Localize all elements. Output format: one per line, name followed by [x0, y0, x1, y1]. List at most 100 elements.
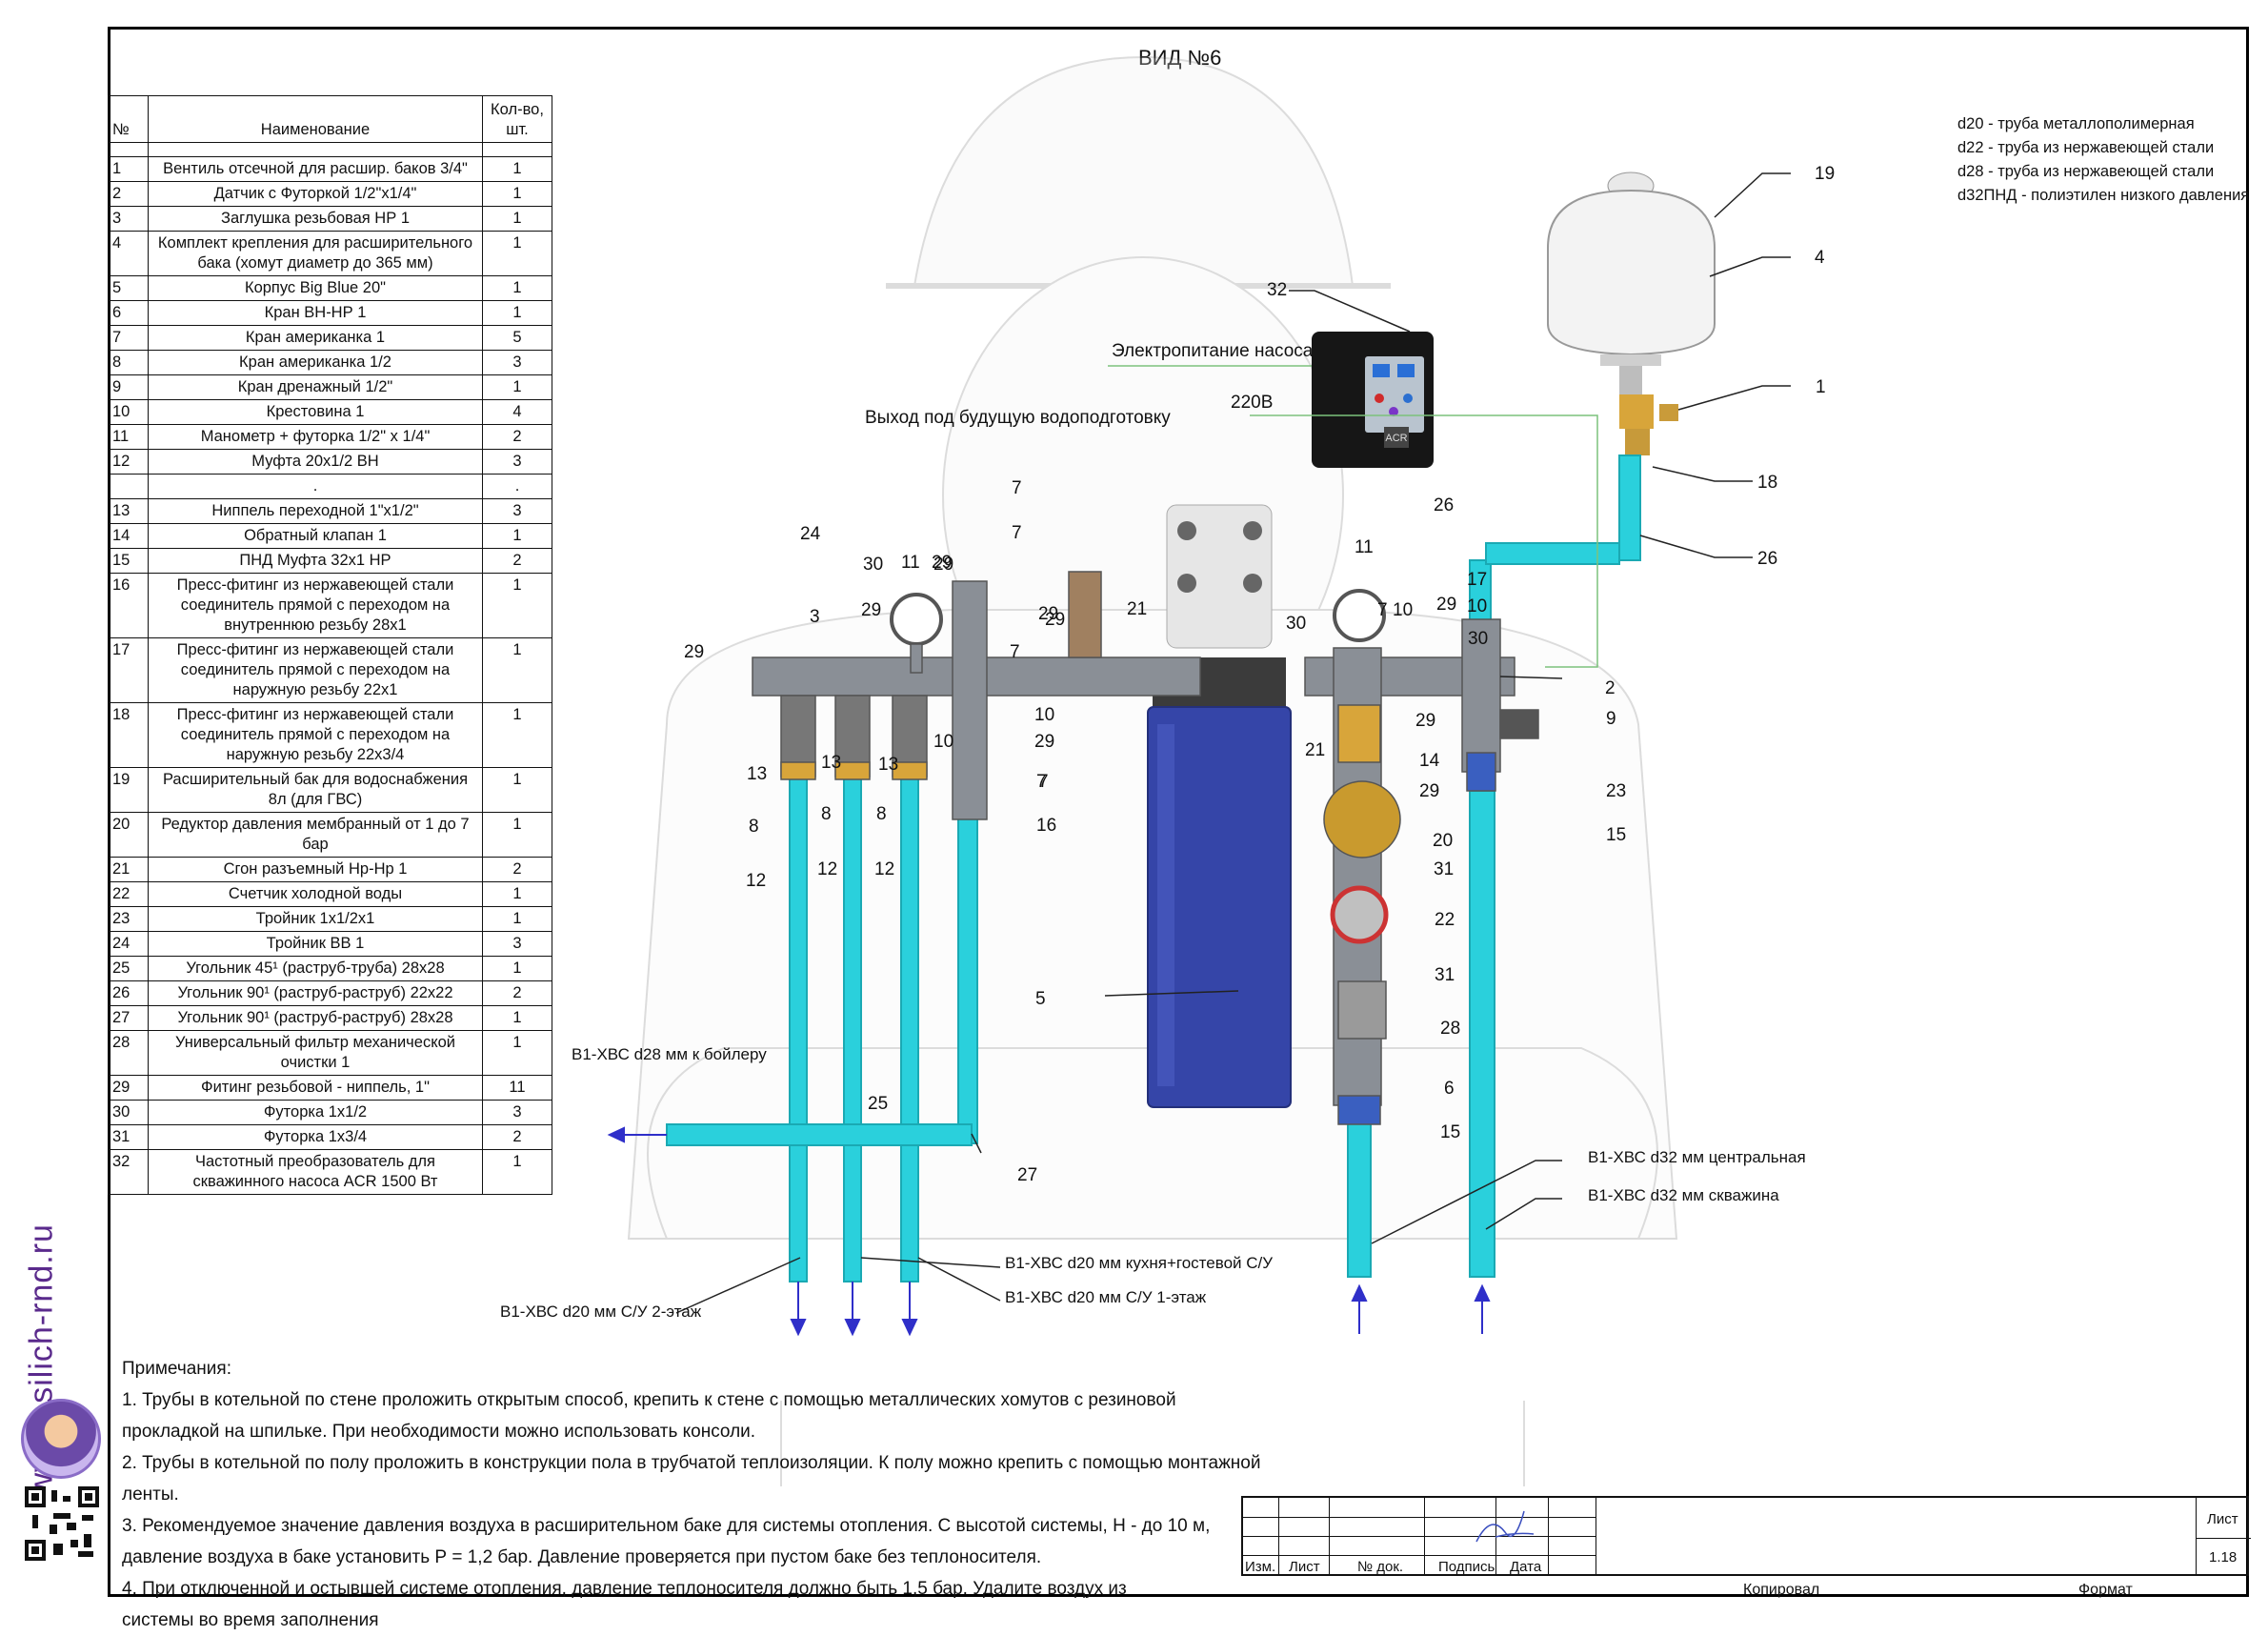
pipe-legend: d20 - труба металлополимерная d22 - труб… [1957, 112, 2249, 208]
bom-qty: 1 [482, 275, 552, 301]
legend-line: d32ПНД - полиэтилен низкого давления [1957, 187, 2250, 204]
bom-name: Пресс-фитинг из нержавеющей стали соедин… [148, 573, 483, 638]
stamp-date: Дата [1510, 1559, 1542, 1575]
notes-line: 4. При отключенной и остывшей системе от… [122, 1579, 1127, 1599]
bom-name: Футорка 1х3/4 [148, 1124, 483, 1150]
label-su2: В1-ХВС d20 мм С/У 2-этаж [500, 1303, 702, 1321]
bom-qty: . [482, 474, 552, 499]
stamp-doc: № док. [1357, 1559, 1404, 1575]
format-label: Формат [2078, 1582, 2133, 1598]
bom-num: 16 [108, 573, 149, 638]
label-boiler: В1-ХВС d28 мм к бойлеру [572, 1045, 767, 1063]
bom-name: Тройник 1х1/2х1 [148, 906, 483, 932]
label-kitchen: В1-ХВС d20 мм кухня+гостевой С/У [1005, 1254, 1274, 1272]
bom-qty: 2 [482, 424, 552, 450]
bom-qty: 1 [482, 637, 552, 703]
bom-qty: 1 [482, 231, 552, 276]
bom-name: Угольник 90¹ (раструб-раструб) 28х28 [148, 1005, 483, 1031]
bom-qty: 4 [482, 399, 552, 425]
bom-num: 14 [108, 523, 149, 549]
bom-num: 23 [108, 906, 149, 932]
bom-name: Угольник 45¹ (раструб-труба) 28х28 [148, 956, 483, 981]
bom-num: 5 [108, 275, 149, 301]
bom-qty: 1 [482, 1149, 552, 1195]
bom-num: 31 [108, 1124, 149, 1150]
bom-num: 29 [108, 1075, 149, 1101]
bom-name: Манометр + футорка 1/2" х 1/4" [148, 424, 483, 450]
bom-num: 17 [108, 637, 149, 703]
bom-name: Пресс-фитинг из нержавеющей стали соедин… [148, 637, 483, 703]
bom-name: Редуктор давления мембранный от 1 до 7 б… [148, 812, 483, 858]
notes-line: системы во время заполнения [122, 1610, 379, 1630]
bom-name: Тройник ВВ 1 [148, 931, 483, 957]
bom-name: Крестовина 1 [148, 399, 483, 425]
stamp-sheet-num: 1.18 [2209, 1549, 2238, 1565]
bom-qty: 3 [482, 931, 552, 957]
bom-qty: 1 [482, 300, 552, 326]
label-central: В1-ХВС d32 мм центральная [1588, 1148, 1806, 1166]
bom-num: 28 [108, 1030, 149, 1076]
notes-line: прокладкой на шпильке. При необходимости… [122, 1422, 756, 1442]
bom-qty: 1 [482, 812, 552, 858]
bom-name: Обратный клапан 1 [148, 523, 483, 549]
notes-line: 2. Трубы в котельной по полу проложить в… [122, 1453, 1261, 1505]
bom-num: 1 [108, 156, 149, 182]
bom-name: Универсальный фильтр механической очистк… [148, 1030, 483, 1076]
bom-num: 26 [108, 980, 149, 1006]
bom-num: 21 [108, 857, 149, 882]
bom-qty: 1 [482, 702, 552, 768]
bom-name: Расширительный бак для водоснабжения 8л … [148, 767, 483, 813]
bom-num: 10 [108, 399, 149, 425]
label-su1: В1-ХВС d20 мм С/У 1-этаж [1005, 1288, 1207, 1306]
bom-name: Пресс-фитинг из нержавеющей стали соедин… [148, 702, 483, 768]
legend-line: d28 - труба из нержавеющей стали [1957, 163, 2215, 180]
stamp-sheet-label: Лист [2207, 1511, 2238, 1527]
bom-qty: 1 [482, 881, 552, 907]
bom-qty: 1 [482, 523, 552, 549]
bom-qty: 1 [482, 206, 552, 232]
bom-header-name: Наименование [148, 95, 483, 143]
notes-block: Примечания: 1. Трубы в котельной по стен… [122, 1353, 1265, 1636]
bom-name: Вентиль отсечной для расшир. баков 3/4" [148, 156, 483, 182]
bom-qty: 2 [482, 548, 552, 574]
bom-num: 27 [108, 1005, 149, 1031]
bom-name: Кран американка 1 [148, 325, 483, 351]
bom-num: 6 [108, 300, 149, 326]
bom-qty: 1 [482, 1005, 552, 1031]
bom-num: 18 [108, 702, 149, 768]
bom-num [108, 474, 149, 499]
bom-qty: 1 [482, 956, 552, 981]
bom-name: Муфта 20х1/2 ВН [148, 449, 483, 475]
legend-line: d22 - труба из нержавеющей стали [1957, 139, 2215, 156]
bom-num: 25 [108, 956, 149, 981]
notes-title: Примечания: [122, 1359, 231, 1379]
bom-name: Кран американка 1/2 [148, 350, 483, 375]
bom-header-qty: Кол-во, шт. [482, 95, 552, 143]
signature [1475, 1510, 1535, 1543]
bom-num: 4 [108, 231, 149, 276]
bom-row: .. [108, 474, 552, 499]
stamp-sign: Подпись [1438, 1559, 1495, 1575]
bom-qty: 3 [482, 498, 552, 524]
bom-qty: 1 [482, 374, 552, 400]
bom-name: Кран ВН-НР 1 [148, 300, 483, 326]
